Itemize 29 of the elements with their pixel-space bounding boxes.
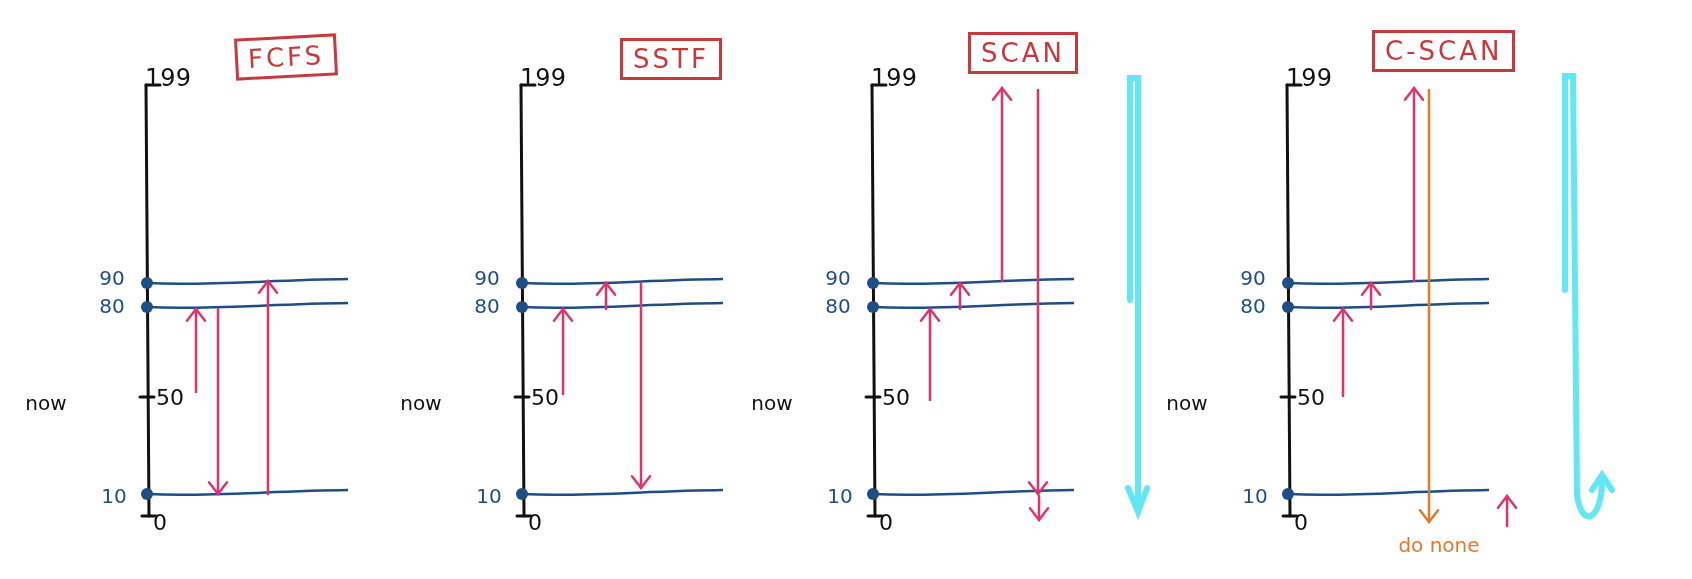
axis-label: 90 xyxy=(825,266,851,290)
axis-label: 80 xyxy=(99,294,125,318)
axis-label: 0 xyxy=(528,509,542,535)
axis-label: 50 xyxy=(156,384,184,410)
title-box: FCFS xyxy=(233,33,339,81)
axis-label: 50 xyxy=(1297,384,1325,410)
axis-label: 50 xyxy=(882,384,910,410)
axis-label: now xyxy=(400,391,442,415)
axis-label: 0 xyxy=(153,509,167,535)
axis-label: 50 xyxy=(531,384,559,410)
axis-label: do none xyxy=(1398,533,1480,557)
axis-label: 10 xyxy=(476,484,502,508)
axis-label: 90 xyxy=(474,266,500,290)
axis-label: 0 xyxy=(1294,509,1308,535)
axis-label: now xyxy=(751,391,793,415)
axis-label: now xyxy=(25,391,67,415)
title-box: C-SCAN xyxy=(1372,30,1516,72)
axis-label: 10 xyxy=(827,484,853,508)
axis-label: 80 xyxy=(825,294,851,318)
title-box: SSTF xyxy=(620,38,722,80)
title-box: SCAN xyxy=(968,32,1078,74)
axis-label: 10 xyxy=(1242,484,1268,508)
axis-label: 80 xyxy=(1240,294,1266,318)
axis-label: 80 xyxy=(474,294,500,318)
axis-label: now xyxy=(1166,391,1208,415)
axis-label: 0 xyxy=(879,509,893,535)
axis-label: 90 xyxy=(99,266,125,290)
axis-label: 10 xyxy=(101,484,127,508)
axis-label: 90 xyxy=(1240,266,1266,290)
